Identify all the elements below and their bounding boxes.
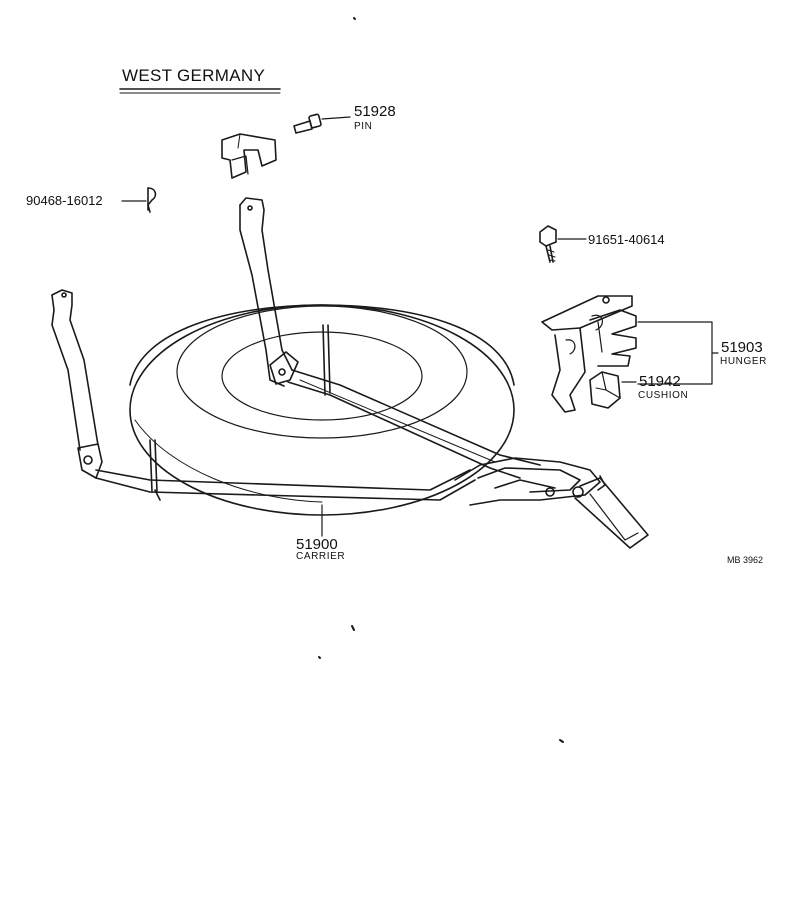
bolt-part	[539, 225, 587, 263]
cushion-part-name: CUSHION	[638, 390, 689, 401]
hunger-part	[541, 295, 719, 413]
r-clip	[121, 187, 157, 213]
carrier-part-name: CARRIER	[296, 551, 346, 562]
pin-part-number: 51928	[354, 103, 396, 120]
scan-specks	[318, 17, 564, 743]
reference-code: MB 3962	[727, 555, 764, 565]
bracket-clip	[221, 133, 277, 179]
spare-tire	[129, 304, 515, 516]
cushion-part	[589, 371, 637, 409]
page-title: WEST GERMANY	[122, 66, 266, 85]
pin-part	[293, 113, 351, 134]
carrier-frame	[51, 197, 649, 549]
clip-part-number: 90468-16012	[26, 193, 103, 208]
bolt-part-number: 91651-40614	[588, 232, 665, 247]
title-underline	[119, 88, 281, 94]
pin-part-name: PIN	[354, 121, 373, 132]
cushion-part-number: 51942	[639, 373, 681, 390]
carrier-part-number: 51900	[296, 536, 338, 553]
hunger-part-number: 51903	[721, 339, 763, 356]
hunger-part-name: HUNGER	[720, 356, 767, 367]
